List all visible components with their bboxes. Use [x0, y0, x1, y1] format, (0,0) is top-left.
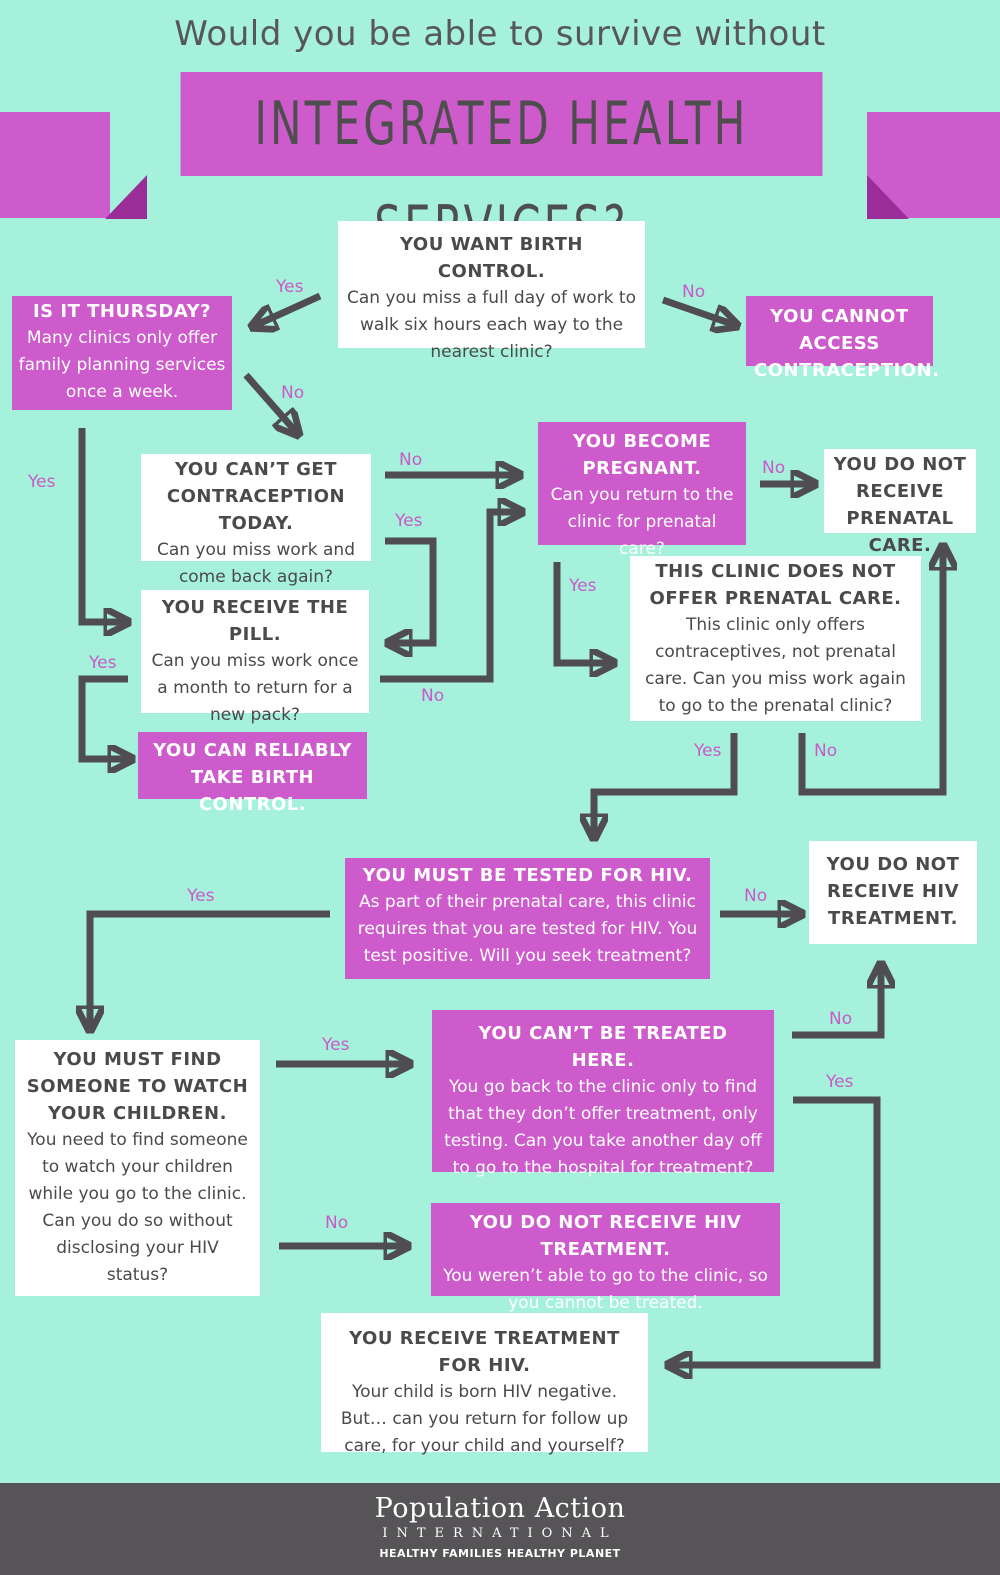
- arrow-notoffer-no: [798, 548, 943, 796]
- node-pill: YOU RECEIVE THE PILL. Can you miss work …: [141, 590, 369, 725]
- node-title: THIS CLINIC DOES NOT OFFER PRENATAL CARE…: [649, 561, 902, 609]
- node-receive-treatment: YOU RECEIVE TREATMENT FOR HIV. Your chil…: [321, 1313, 648, 1456]
- label-yes: Yes: [89, 653, 117, 673]
- subtitle: Would you be able to survive without: [174, 14, 826, 54]
- label-no: No: [829, 1009, 853, 1029]
- node-title: YOU DO NOT RECEIVE HIV TREATMENT.: [826, 854, 960, 929]
- node-title: YOU BECOME PREGNANT.: [572, 431, 712, 479]
- node-text: Can you miss work and come back again?: [156, 540, 356, 587]
- label-yes: Yes: [28, 472, 56, 492]
- node-title: YOU CANNOT ACCESS CONTRACEPTION.: [754, 306, 940, 381]
- node-title: YOU DO NOT RECEIVE PRENATAL CARE.: [833, 454, 967, 556]
- label-yes: Yes: [187, 886, 215, 906]
- node-title: YOU RECEIVE TREATMENT FOR HIV.: [349, 1328, 620, 1376]
- arrow-notoffer-yes: [594, 733, 738, 836]
- label-no: No: [682, 282, 706, 302]
- node-thursday: IS IT THURSDAY? Many clinics only offer …: [12, 296, 232, 410]
- ribbon-fold-right: [867, 175, 909, 219]
- arrow-treat-yes: [670, 1096, 881, 1365]
- node-cant-get: YOU CAN’T GET CONTRACEPTION TODAY. Can y…: [141, 454, 371, 587]
- footer-logo: Population Action: [374, 1493, 626, 1524]
- node-text: You need to find someone to watch your c…: [27, 1130, 248, 1285]
- node-text: You weren’t able to go to the clinic, so…: [443, 1266, 768, 1313]
- node-text: Can you miss a full day of work to walk …: [346, 288, 636, 362]
- node-not-offer: THIS CLINIC DOES NOT OFFER PRENATAL CARE…: [630, 556, 921, 721]
- node-birth-control: YOU WANT BIRTH CONTROL. Can you miss a f…: [338, 221, 645, 362]
- label-yes: Yes: [826, 1072, 854, 1092]
- footer-logo-sub: INTERNATIONAL: [382, 1526, 618, 1541]
- node-title: YOU CAN’T BE TREATED HERE.: [478, 1023, 728, 1071]
- node-title: YOU CAN’T GET CONTRACEPTION TODAY.: [166, 459, 346, 534]
- arrow-pill-yes: [78, 675, 130, 759]
- node-find-someone: YOU MUST FIND SOMEONE TO WATCH YOUR CHIL…: [15, 1040, 260, 1296]
- node-text: Can you return to the clinic for prenata…: [550, 485, 734, 559]
- node-text: Your child is born HIV negative. But… ca…: [340, 1382, 629, 1456]
- arrow-bc-no: [661, 296, 735, 325]
- arrow-bc-yes: [254, 292, 322, 326]
- ribbon-tail-left: [0, 112, 110, 218]
- label-no: No: [814, 741, 838, 761]
- footer: Population Action INTERNATIONAL HEALTHY …: [0, 1483, 1000, 1575]
- label-no: No: [325, 1213, 349, 1233]
- node-title: YOU MUST FIND SOMEONE TO WATCH YOUR CHIL…: [26, 1049, 249, 1124]
- node-title: IS IT THURSDAY?: [32, 301, 212, 322]
- arrow-treat-no: [792, 966, 881, 1039]
- label-no: No: [421, 686, 445, 706]
- node-no-hiv-treatment-2: YOU DO NOT RECEIVE HIV TREATMENT. You we…: [431, 1203, 780, 1313]
- label-yes: Yes: [276, 277, 304, 297]
- node-text: This clinic only offers contraceptives, …: [645, 615, 906, 716]
- label-no: No: [281, 383, 305, 403]
- node-reliably: YOU CAN RELIABLY TAKE BIRTH CONTROL.: [138, 732, 367, 815]
- node-title: YOU WANT BIRTH CONTROL.: [400, 234, 583, 282]
- ribbon-fold-left: [105, 175, 147, 219]
- node-text: As part of their prenatal care, this cli…: [357, 892, 698, 966]
- node-no-prenatal: YOU DO NOT RECEIVE PRENATAL CARE.: [824, 449, 976, 556]
- node-title: YOU CAN RELIABLY TAKE BIRTH CONTROL.: [153, 740, 352, 815]
- label-no: No: [399, 450, 423, 470]
- node-title: YOU DO NOT RECEIVE HIV TREATMENT.: [469, 1212, 742, 1260]
- node-tested: YOU MUST BE TESTED FOR HIV. As part of t…: [345, 858, 710, 979]
- label-yes: Yes: [322, 1035, 350, 1055]
- arrow-tested-yes: [90, 910, 330, 1028]
- label-no: No: [762, 458, 786, 478]
- label-yes: Yes: [395, 511, 423, 531]
- node-title: YOU RECEIVE THE PILL.: [161, 597, 349, 645]
- arrow-pill-no: [380, 512, 520, 683]
- label-yes: Yes: [694, 741, 722, 761]
- node-cant-treat: YOU CAN’T BE TREATED HERE. You go back t…: [432, 1010, 774, 1178]
- node-text: Can you miss work once a month to return…: [151, 651, 359, 725]
- node-pregnant: YOU BECOME PREGNANT. Can you return to t…: [538, 422, 746, 559]
- node-text: You go back to the clinic only to find t…: [444, 1077, 762, 1178]
- node-title: YOU MUST BE TESTED FOR HIV.: [362, 865, 693, 886]
- node-no-access: YOU CANNOT ACCESS CONTRACEPTION.: [746, 296, 939, 381]
- footer-tagline: HEALTHY FAMILIES HEALTHY PLANET: [379, 1547, 621, 1560]
- arrow-cantget-yes: [385, 537, 437, 643]
- node-text: Many clinics only offer family planning …: [18, 328, 226, 402]
- arrow-thu-no: [243, 372, 297, 433]
- arrow-thu-yes: [78, 428, 126, 622]
- node-no-hiv-treatment-1: YOU DO NOT RECEIVE HIV TREATMENT.: [809, 841, 977, 944]
- label-yes: Yes: [569, 576, 597, 596]
- label-no: No: [744, 886, 768, 906]
- arrow-preg-yes: [553, 562, 612, 663]
